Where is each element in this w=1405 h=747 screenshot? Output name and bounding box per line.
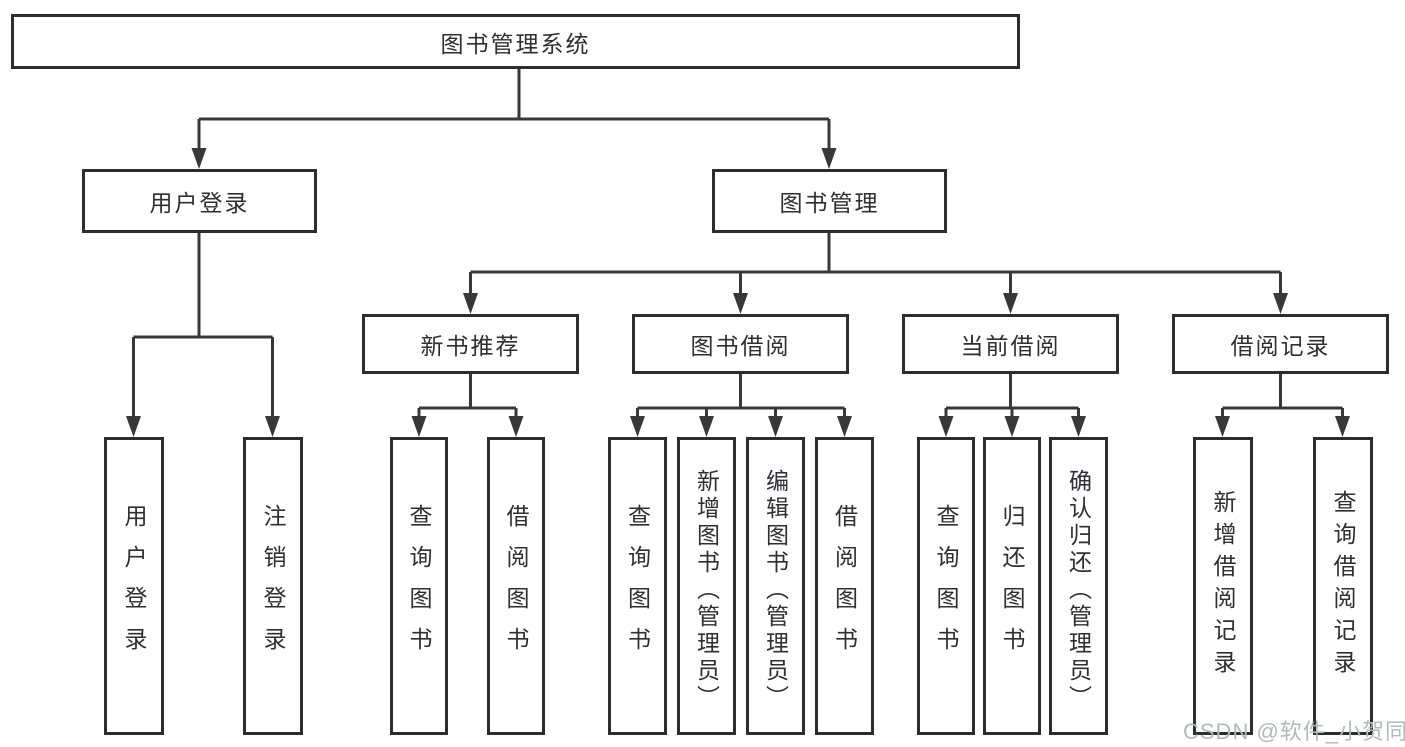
node-root: 图书管理系统 (11, 14, 1020, 69)
node-borrowing-records: 借阅记录 (1172, 314, 1389, 374)
leaf-current-confirm-return-admin: 确认归还（管理员） (1049, 437, 1108, 735)
connector-userlogin-to-leaves (132, 233, 274, 420)
leaf-current-return-books: 归还图书 (983, 437, 1041, 735)
connector-bookmgmt-to-level3 (469, 233, 1282, 297)
node-book-management: 图书管理 (712, 169, 947, 233)
leaf-records-query-record: 查询借阅记录 (1313, 437, 1373, 735)
connector-current-to-leaves (944, 374, 1080, 420)
leaf-borrowing-query-books: 查询图书 (608, 437, 667, 735)
connector-root-to-level2 (197, 69, 831, 152)
node-user-login: 用户登录 (82, 169, 317, 233)
leaf-borrowing-add-books-admin: 新增图书（管理员） (677, 437, 736, 735)
leaf-records-add-record: 新增借阅记录 (1193, 437, 1253, 735)
leaf-borrowing-edit-books-admin: 编辑图书（管理员） (746, 437, 805, 735)
leaf-user-login: 用户登录 (104, 437, 164, 735)
watermark: CSDN @软件_小贺同学 (1183, 719, 1405, 744)
leaf-borrowing-borrow-books: 借阅图书 (815, 437, 874, 735)
leaf-newbook-query-books: 查询图书 (390, 437, 448, 735)
connector-borrowing-to-leaves (636, 374, 846, 420)
node-current-borrowing: 当前借阅 (902, 314, 1119, 374)
node-book-borrowing: 图书借阅 (632, 314, 849, 374)
leaf-newbook-borrow-books: 借阅图书 (487, 437, 545, 735)
leaf-logout: 注销登录 (243, 437, 303, 735)
leaf-current-query-books: 查询图书 (917, 437, 975, 735)
connector-records-to-leaves (1221, 374, 1344, 420)
node-new-book-recommend: 新书推荐 (362, 314, 579, 374)
connector-newbook-to-leaves (417, 374, 518, 420)
